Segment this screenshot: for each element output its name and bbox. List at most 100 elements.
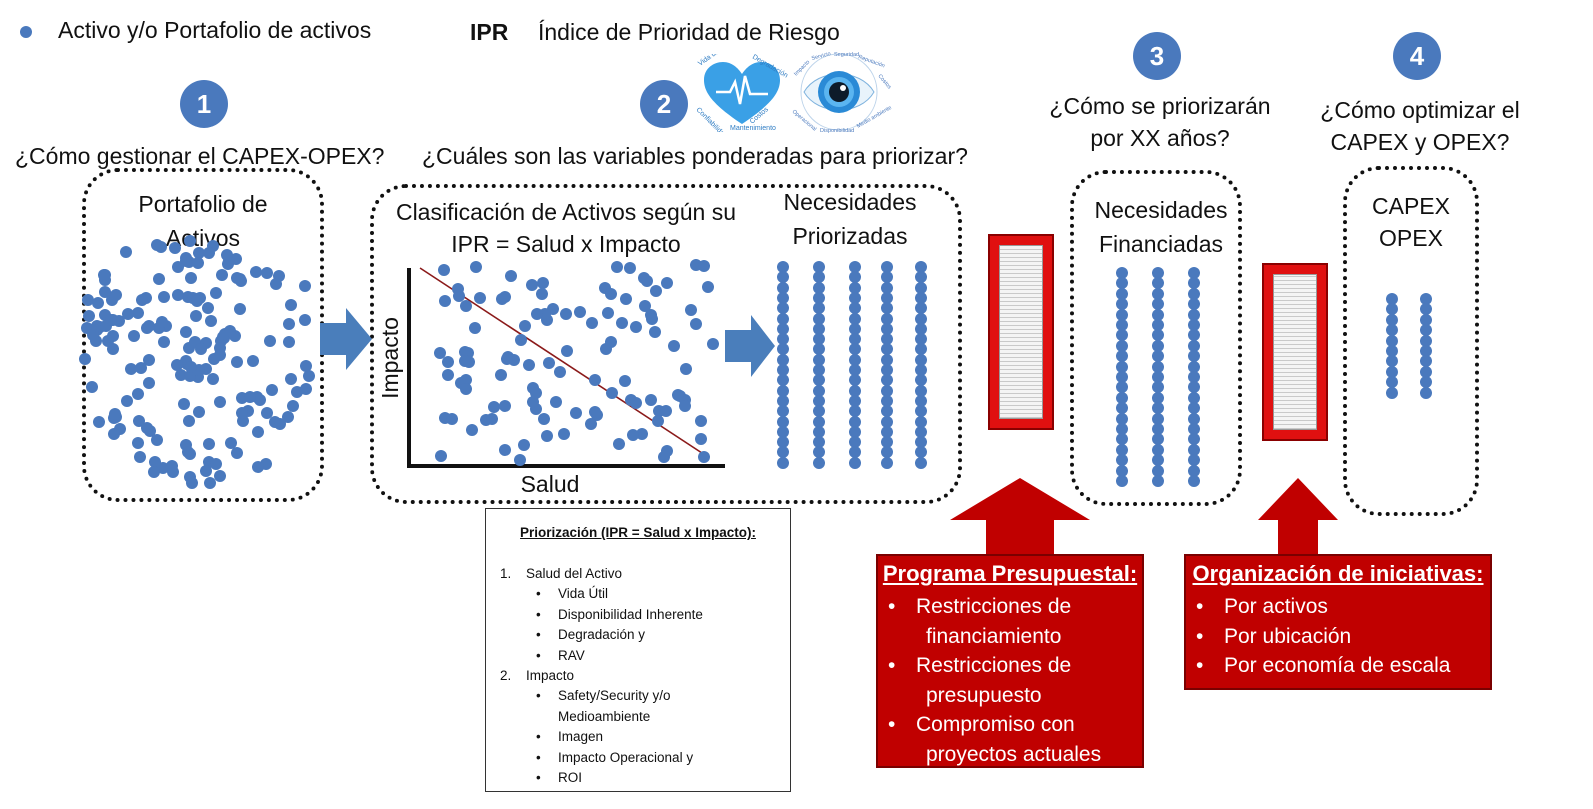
scatter-asset-dot [441, 355, 454, 368]
financed-box [1070, 170, 1242, 506]
scatter-asset-dot [515, 334, 528, 347]
financed-need-dot [1116, 402, 1128, 415]
scatter-asset-dot [525, 279, 538, 292]
portfolio-asset-dot [220, 249, 233, 262]
scatter-asset-dot [701, 281, 714, 294]
financed-need-dot [1116, 412, 1128, 425]
step-2-badge: 2 [640, 80, 688, 128]
prio-item-2-label: Impacto [526, 668, 575, 683]
portfolio-asset-dot [82, 294, 95, 307]
prioritized-need-dot [777, 271, 789, 284]
portfolio-asset-dot [231, 356, 244, 369]
budget-item-2: financiamiento [926, 624, 1062, 648]
financed-need-dot [1188, 402, 1200, 415]
portfolio-title: Portafolio de Activos [92, 190, 314, 252]
portfolio-asset-dot [263, 334, 276, 347]
portfolio-asset-dot [300, 383, 313, 396]
scatter-asset-dot [585, 316, 598, 329]
financed-need-dot [1188, 454, 1200, 467]
portfolio-asset-dot [260, 407, 273, 420]
capex-opex-dot [1386, 303, 1398, 316]
prioritized-need-dot [777, 333, 789, 346]
capex-opex-dot [1420, 355, 1432, 368]
portfolio-asset-dot [97, 269, 110, 282]
scatter-asset-dot [505, 270, 518, 283]
portfolio-asset-dot [128, 330, 141, 343]
budget-program-header: Programa Presupuestal: [882, 561, 1138, 586]
prioritized-need-dot [777, 364, 789, 376]
prioritized-need-dot [915, 415, 927, 428]
prioritized-need-dot [849, 261, 861, 273]
prioritized-need-dot [915, 261, 927, 273]
portfolio-asset-dot [102, 335, 115, 348]
scatter-asset-dot [553, 366, 566, 379]
scatter-asset-dot [605, 336, 618, 349]
red-up-arrow-initiatives [1258, 478, 1338, 558]
portfolio-asset-dot [235, 407, 248, 420]
portfolio-asset-dot [284, 373, 297, 386]
portfolio-asset-dot [190, 295, 203, 308]
financed-need-dot [1188, 287, 1200, 300]
prio-item-1-label: Salud del Activo [526, 566, 623, 581]
scatter-asset-dot [559, 308, 572, 320]
legend-abbr: IPR [470, 19, 509, 45]
scatter-asset-dot [697, 450, 710, 463]
financed-need-dot [1152, 371, 1164, 383]
budget-item-3: Restricciones de [888, 651, 1142, 681]
portfolio-asset-dot [221, 258, 234, 271]
step-3-question-line2: por XX años? [1090, 125, 1230, 151]
heart-word-5: Mantenimiento [730, 125, 776, 132]
prioritized-need-dot [915, 364, 927, 376]
prioritized-need-dot [915, 405, 927, 418]
scatter-asset-dot [588, 374, 601, 387]
capex-opex-dot [1386, 313, 1398, 326]
financed-need-dot [1152, 308, 1164, 321]
capex-opex-dot [1386, 376, 1398, 389]
prioritized-need-dot [881, 343, 893, 356]
prioritized-need-dot [777, 353, 789, 366]
financed-need-dot [1116, 308, 1128, 321]
eye-word-3: Seguridad [834, 52, 859, 58]
budget-program-box: Programa Presupuestal: Restricciones de … [876, 554, 1144, 768]
prio-item-2-num: 2. [500, 668, 512, 683]
financed-need-dot [1188, 412, 1200, 425]
financed-need-dot [1152, 319, 1164, 331]
portfolio-asset-dot [206, 372, 219, 385]
portfolio-asset-dot [87, 329, 100, 342]
portfolio-asset-dot [192, 256, 204, 269]
step-4-question: ¿Cómo optimizar el CAPEX y OPEX? [1300, 96, 1540, 156]
step-4-badge: 4 [1393, 32, 1441, 80]
capex-title-line1: CAPEX [1372, 193, 1450, 219]
scatter-asset-dot [615, 316, 628, 329]
portfolio-asset-dot [98, 285, 111, 298]
scatter-asset-dot [529, 387, 542, 400]
scatter-asset-dot [610, 260, 623, 273]
prioritized-need-dot [881, 456, 893, 469]
capex-opex-dot [1386, 386, 1398, 399]
financed-need-dot [1188, 298, 1200, 311]
portfolio-asset-dot [190, 309, 203, 322]
portfolio-asset-dot [133, 450, 146, 463]
financed-need-dot [1116, 433, 1128, 446]
scatter-asset-dot [619, 375, 632, 388]
budget-item-5: Compromiso con [888, 710, 1142, 740]
eye-logo: Impacto Servicio Seguridad Reputación Co… [791, 51, 893, 134]
scatter-asset-dot [434, 346, 446, 359]
scatter-asset-dot [589, 405, 602, 418]
financed-need-dot [1188, 329, 1200, 342]
portfolio-asset-dot [200, 465, 213, 478]
budget-item-4: presupuesto [926, 683, 1042, 707]
prio-sub-2-4: Impacto Operacional y [536, 748, 790, 769]
portfolio-asset-dot [83, 309, 96, 322]
arrow-portfolio-to-classification [320, 308, 372, 370]
scatter-asset-dot [499, 291, 512, 304]
portfolio-asset-dot [225, 437, 238, 450]
scatter-asset-dot [613, 438, 626, 451]
initiative-item-1: Por activos [1196, 592, 1490, 622]
portfolio-asset-dot [182, 445, 195, 458]
portfolio-asset-dot [299, 360, 312, 373]
scatter-asset-dot [679, 362, 692, 375]
scatter-asset-dot [626, 429, 639, 442]
scatter-asset-dot [522, 358, 535, 371]
financed-need-dot [1188, 475, 1200, 487]
